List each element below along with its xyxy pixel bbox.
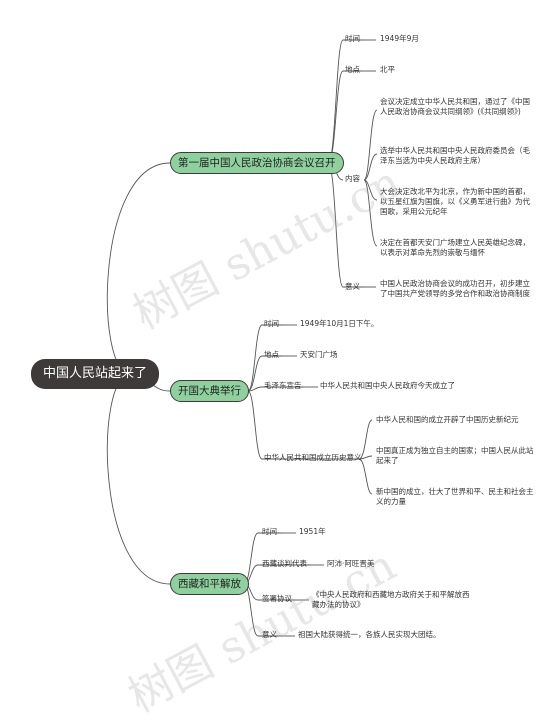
b2-meaning-item-3: 新中国的成立，壮大了世界和平、民主和社会主义的力量 [376, 487, 534, 506]
branch-founding-ceremony[interactable]: 开国大典举行 [170, 380, 249, 402]
b2-time-label: 时间 [264, 319, 279, 328]
b2-declare-value: 中华人民共和国中央人民政府今天成立了 [320, 381, 455, 390]
connector-root-b1 [106, 162, 171, 375]
b3-rep-value: 阿沛·阿旺晋美 [327, 559, 375, 568]
b1-content-label: 内容 [345, 174, 360, 183]
b3-rep-label: 西藏谈判代表 [262, 559, 307, 568]
b3-time-value: 1951年 [299, 527, 326, 536]
b3-meaning-value: 祖国大陆获得统一，各族人民实现大团结。 [298, 630, 441, 639]
b1-content-item-4: 决定在首都天安门广场建立人民英雄纪念碑，以表示对革命先烈的崇敬与缅怀 [380, 238, 530, 257]
b1-time-value: 1949年9月 [380, 34, 419, 43]
b1-content-item-3: 大会决定改北平为北京，作为新中国的首都，以五星红旗为国旗，以《义勇军进行曲》为代… [380, 187, 530, 216]
b1-time-label: 时间 [345, 34, 360, 43]
b2-meaning-item-1: 中华人民和国的成立开辟了中国历史新纪元 [376, 415, 519, 424]
b1-content-item-1: 会议决定成立中华人民共和国，通过了《中国人民政治协商会议共同纲领》(《共同纲领》… [380, 97, 530, 116]
b2-time-value: 1949年10月1日下午。 [300, 319, 379, 328]
b3-agreement-value: 《中央人民政府和西藏地方政府关于和平解放西藏办法的协议》 [312, 590, 470, 609]
b2-place-label: 地点 [264, 350, 279, 359]
b3-agreement-label: 签署协议 [262, 594, 292, 603]
connector-root-b3 [106, 373, 171, 585]
b2-declare-label: 毛泽东宣告 [264, 381, 302, 390]
branch-first-cppcc[interactable]: 第一届中国人民政治协商会议召开 [170, 152, 344, 174]
b2-place-value: 天安门广场 [300, 350, 338, 359]
b2-meaning-label: 中华人民共和国成立历史意义 [264, 453, 362, 462]
b1-place-value: 北平 [380, 65, 395, 74]
b3-time-label: 时间 [262, 527, 277, 536]
root-topic[interactable]: 中国人民站起来了 [31, 359, 160, 389]
branch-tibet-liberation[interactable]: 西藏和平解放 [170, 573, 249, 595]
b2-meaning-item-2: 中国真正成为独立自主的国家；中国人民从此站起来了 [376, 446, 534, 465]
b1-place-label: 地点 [345, 65, 360, 74]
b1-meaning-value: 中国人民政治协商会议的成功召开，初步建立了中国共产党领导的多党合作和政治协商制度 [380, 279, 530, 298]
b3-meaning-label: 意义 [262, 630, 277, 639]
b1-meaning-label: 意义 [345, 282, 360, 291]
b1-content-item-2: 选举中华人民共和国中央人民政府委员会（毛泽东当选为中央人民政府主席） [380, 146, 530, 165]
